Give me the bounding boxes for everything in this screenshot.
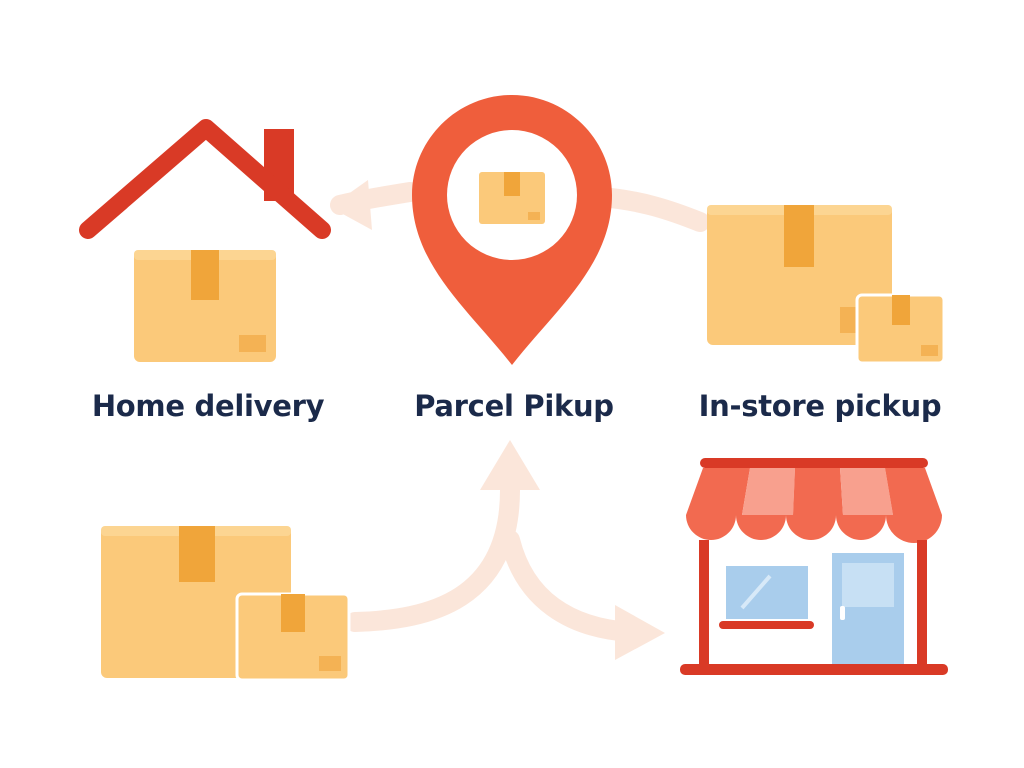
arrow-packages-to-pin	[345, 480, 520, 632]
arrow-to-store	[500, 530, 640, 642]
arrow-heads	[330, 180, 665, 660]
in-store-pickup-label: In-store pickup	[698, 389, 942, 423]
awning-stripe	[742, 468, 795, 515]
arrow-pin-to-store	[590, 187, 710, 232]
store-post-left	[699, 540, 709, 668]
arrow-head-store	[615, 605, 665, 660]
window-sill	[719, 621, 814, 629]
store-window	[726, 566, 808, 619]
arrow-head-home	[330, 180, 372, 230]
parcel-pickup-label: Parcel Pikup	[414, 389, 614, 423]
arrow-head-up	[480, 440, 540, 490]
package-stack-icon	[101, 526, 351, 682]
package-stack-icon	[707, 205, 946, 365]
awning-stripe	[885, 468, 942, 515]
storefront-icon	[680, 458, 948, 675]
awning-scallops	[686, 515, 942, 543]
location-pin-icon	[412, 95, 612, 365]
door-handle	[840, 606, 845, 620]
store-post-right	[917, 540, 927, 668]
awning-rail	[700, 458, 928, 468]
roof	[79, 119, 331, 239]
awning-stripe	[793, 468, 843, 515]
store-base	[680, 664, 948, 675]
small-box-icon	[479, 172, 545, 224]
house-icon	[79, 119, 331, 239]
home-delivery-label: Home delivery	[91, 389, 325, 423]
box-icon	[134, 250, 276, 362]
awning-stripe	[840, 468, 893, 515]
awning-stripe	[686, 468, 750, 515]
